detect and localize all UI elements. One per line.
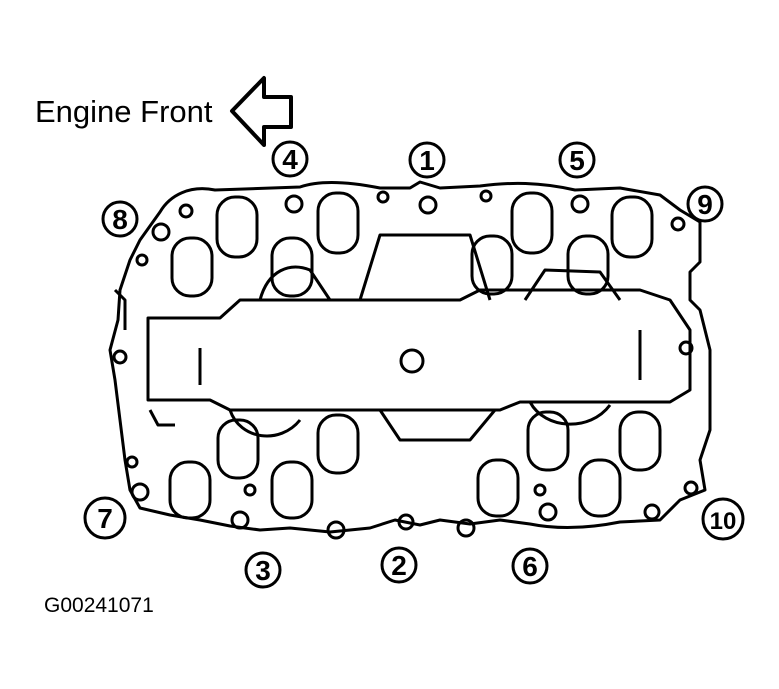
port xyxy=(170,236,214,298)
port xyxy=(566,234,610,296)
callout-circle-7 xyxy=(83,496,127,540)
callout-number-4: 4 xyxy=(282,144,298,175)
callout-circle-2 xyxy=(380,546,418,584)
bolt-hole-3 xyxy=(230,510,250,530)
callout-number-8: 8 xyxy=(112,204,128,235)
port xyxy=(618,410,662,472)
port xyxy=(476,458,520,518)
port xyxy=(216,418,260,480)
bolt-holes xyxy=(112,189,699,540)
bolt-hole-10 xyxy=(683,480,699,496)
port xyxy=(470,234,514,296)
port xyxy=(270,236,314,298)
callout-number-1: 1 xyxy=(419,145,435,176)
engine-front-label: Engine Front xyxy=(35,94,213,129)
engine-front-arrow-icon xyxy=(230,76,293,147)
callout-circle-9 xyxy=(686,185,724,223)
port xyxy=(215,195,259,259)
bolt-hole-1 xyxy=(418,195,438,215)
intake-ports xyxy=(168,191,662,520)
callout-circle-6 xyxy=(511,547,549,585)
callout-circle-1 xyxy=(408,141,446,179)
callout-circle-5 xyxy=(558,141,596,179)
callout-number-9: 9 xyxy=(697,189,713,220)
callout-number-6: 6 xyxy=(522,551,538,582)
port xyxy=(316,413,360,475)
port xyxy=(270,460,314,520)
figure-id: G00241071 xyxy=(44,594,154,617)
callout-number-7: 7 xyxy=(97,503,113,534)
callout-number-5: 5 xyxy=(569,145,585,176)
bolt-hole-4 xyxy=(284,194,304,214)
callout-number-2: 2 xyxy=(391,550,407,581)
callout-number-10: 10 xyxy=(710,508,737,535)
bolt-hole-8 xyxy=(151,222,171,242)
center-hole xyxy=(399,348,425,374)
callout-circle-8 xyxy=(101,200,139,238)
callout-circle-10 xyxy=(701,497,745,541)
callouts xyxy=(83,140,745,589)
bolt-hole-5 xyxy=(570,194,590,214)
port xyxy=(510,191,554,255)
port xyxy=(610,195,654,259)
bolt-hole-6 xyxy=(538,502,558,522)
port xyxy=(526,410,570,472)
callout-circle-4 xyxy=(271,140,309,178)
port xyxy=(578,458,622,518)
callout-number-3: 3 xyxy=(255,555,271,586)
port xyxy=(168,460,212,520)
bolt-hole-2 xyxy=(397,513,415,531)
port xyxy=(316,191,360,255)
bolt-hole-7 xyxy=(130,482,150,502)
callout-circle-3 xyxy=(244,551,282,589)
bolt-hole-9 xyxy=(670,216,686,232)
